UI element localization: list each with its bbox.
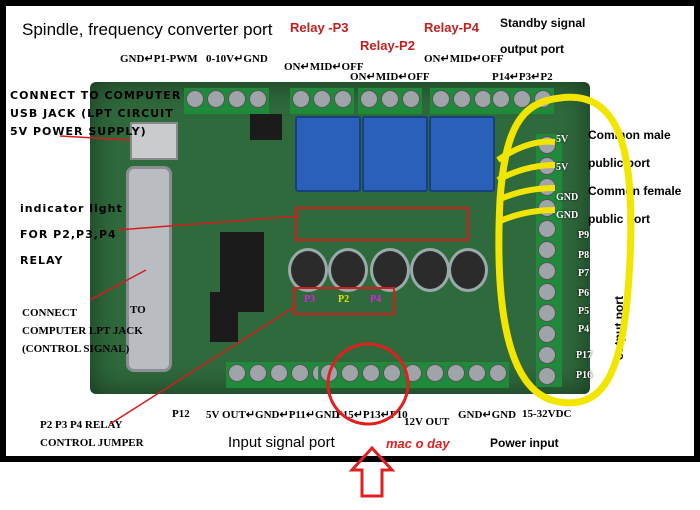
yellow-stroke-1 xyxy=(496,138,556,163)
input-circle xyxy=(326,342,410,426)
usb-note: CONNECT TO COMPUTER USB JACK (LPT CIRCUI… xyxy=(10,89,182,138)
indicator-box xyxy=(295,207,469,241)
relay-p4-terminals xyxy=(430,88,494,114)
out12v-label: 12V OUT xyxy=(404,416,450,428)
usb-arrow xyxy=(59,135,131,141)
indicator-note: indicator light FOR P2,P3,P4 RELAY xyxy=(20,202,123,267)
indicator-arrow xyxy=(117,215,301,231)
usb-jack xyxy=(130,122,178,160)
led-p4: P4 xyxy=(370,294,382,305)
pin-p9: P9 xyxy=(578,230,590,241)
pin-gnd-1: GND xyxy=(556,192,579,203)
gnd-gnd-label: GND↵GND xyxy=(458,409,517,421)
standby-title: Standby signal xyxy=(500,16,586,30)
relay-p2-pins-label: ON↵MID↵OFF xyxy=(350,71,430,83)
vdc-label: 15-32VDC xyxy=(522,408,572,420)
relay-p3-pins-label: ON↵MID↵OFF xyxy=(284,61,364,73)
capacitor xyxy=(328,248,368,292)
relay-p4-pins-label: ON↵MID↵OFF xyxy=(424,53,504,65)
input-terminals-1 xyxy=(226,362,332,388)
pin-p6: P6 xyxy=(578,288,590,299)
public-port-label-2: public port xyxy=(588,212,650,226)
yellow-stroke-4 xyxy=(496,207,556,225)
standby-pins-label: P14↵P3↵P2 xyxy=(492,71,553,83)
v0-10-label: 0-10V↵GND xyxy=(206,53,268,65)
relay-p3 xyxy=(295,116,361,192)
pin-p16: P16 xyxy=(576,370,593,381)
ic-chip-2 xyxy=(210,292,238,342)
yellow-stroke-2 xyxy=(496,162,556,183)
pin-gnd-2: GND xyxy=(556,210,579,221)
capacitor xyxy=(370,248,410,292)
spindle-terminals xyxy=(184,88,269,114)
jumper-arrow xyxy=(109,305,297,425)
capacitor xyxy=(448,248,488,292)
led-p2: P2 xyxy=(338,294,350,305)
relay-p2-terminals xyxy=(358,88,422,114)
lpt-note-to: TO xyxy=(130,304,146,316)
power-input-title: Power input xyxy=(490,436,559,450)
pin-p8: P8 xyxy=(578,250,590,261)
relay-p4-title: Relay-P4 xyxy=(424,20,479,35)
jumper-note: P2 P3 P4 RELAY CONTROL JUMPER xyxy=(40,419,144,449)
relay-p3-terminals xyxy=(290,88,354,114)
lpt-arrow xyxy=(89,269,147,301)
yellow-stroke-3 xyxy=(496,185,556,203)
public-port-label-1: public port xyxy=(588,156,650,170)
yellow-highlight-loop xyxy=(495,93,635,407)
up-arrow xyxy=(348,445,396,498)
annotation-text: mac o day xyxy=(386,436,450,451)
relay-p3-title: Relay -P3 xyxy=(290,20,349,35)
lpt-connector xyxy=(126,166,172,372)
relay-p2-title: Relay-P2 xyxy=(360,38,415,53)
ic-chip-3 xyxy=(250,114,282,140)
capacitor xyxy=(288,248,328,292)
gnd-pwm-label: GND↵P1-PWM xyxy=(120,53,198,65)
lpt-note: CONNECT COMPUTER LPT JACK (CONTROL SIGNA… xyxy=(22,307,143,355)
power-terminals xyxy=(424,362,509,388)
pin-p4: P4 xyxy=(578,324,590,335)
relay-p4 xyxy=(429,116,495,192)
pin-p7: P7 xyxy=(578,268,590,279)
pin-5v-2: 5V xyxy=(556,162,569,173)
input-port-title: Input signal port xyxy=(228,434,335,451)
common-female-label: Common female xyxy=(588,184,682,198)
pin-5v-1: 5V xyxy=(556,134,569,145)
pin-p17: P17 xyxy=(576,350,593,361)
common-male-label: Common male xyxy=(588,128,671,142)
standby-port-title: output port xyxy=(500,42,564,56)
led-p3: P3 xyxy=(304,294,316,305)
pin-p5: P5 xyxy=(578,306,590,317)
spindle-port-title: Spindle, frequency converter port xyxy=(22,20,273,39)
out5v-label: 5V OUT↵GND↵P11↵GND xyxy=(206,409,340,421)
jumper-box xyxy=(293,287,395,315)
relay-p2 xyxy=(362,116,428,192)
p12-label: P12 xyxy=(172,408,190,420)
